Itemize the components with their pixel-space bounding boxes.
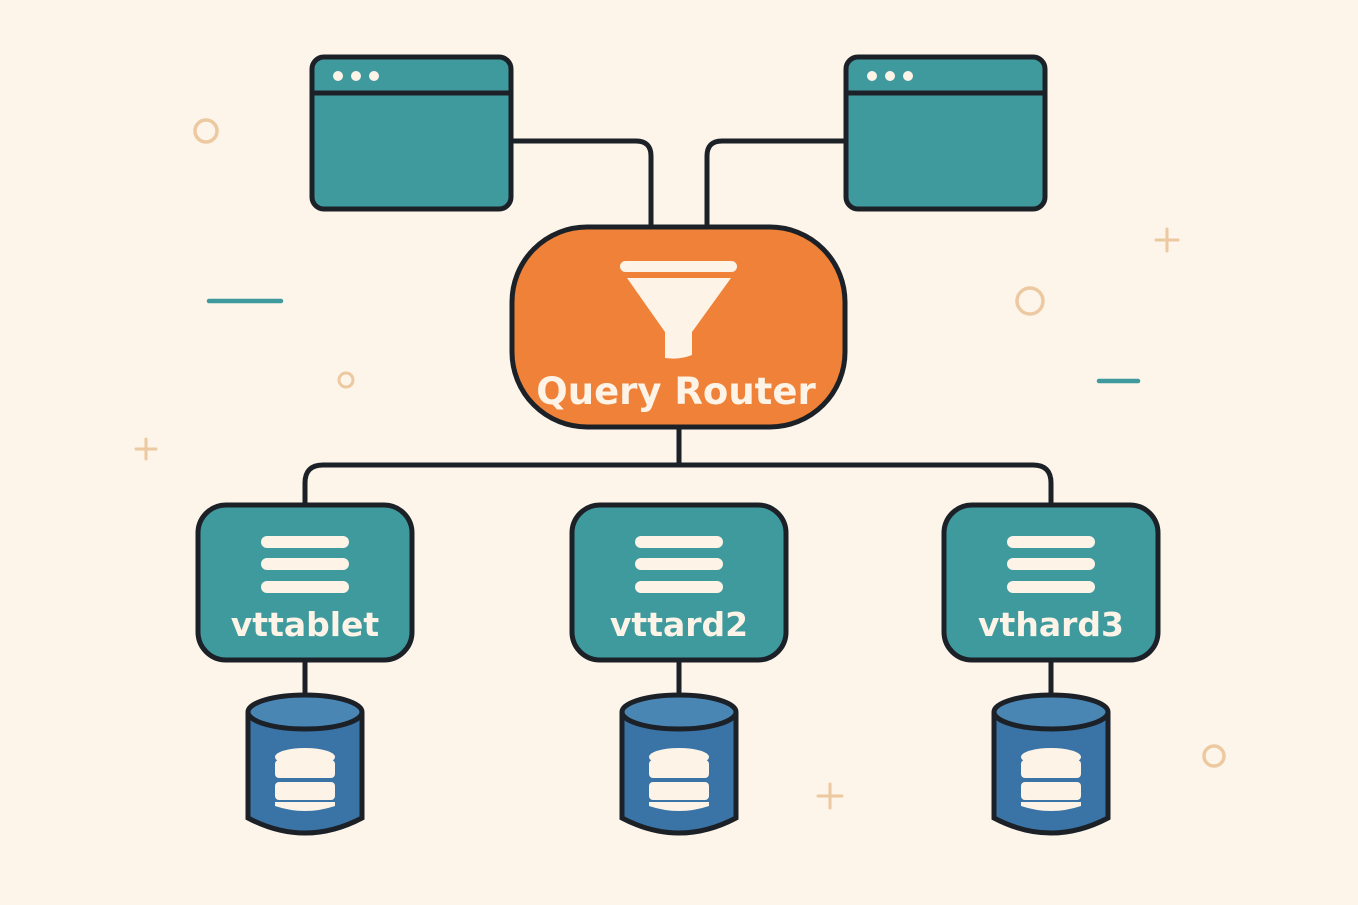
database-icon: [275, 748, 335, 811]
decor-circle: [1202, 744, 1226, 768]
client-window-left: [309, 54, 514, 212]
database-top: [245, 692, 365, 732]
shard-1: vttablet: [195, 502, 415, 663]
router-label: Query Router: [536, 370, 816, 413]
database-icon: [649, 748, 709, 811]
shard-2: vttard2: [569, 502, 789, 663]
window-dots-icon: [867, 71, 913, 81]
shard-label: vttard2: [610, 605, 748, 644]
connector-router-shards: [302, 428, 1054, 505]
decor-plus: [816, 782, 844, 810]
query-router: Query Router: [509, 224, 848, 430]
window-dots-icon: [333, 71, 379, 81]
decor-plus: [1154, 227, 1180, 253]
database-1: [245, 692, 365, 836]
shard-3: vthard3: [941, 502, 1161, 663]
database-icon: [1021, 748, 1081, 811]
connector-client2-router: [704, 138, 845, 228]
decor-circle: [1015, 286, 1045, 316]
shard-label: vttablet: [231, 605, 380, 644]
funnel-icon: [620, 261, 737, 359]
decor-circle: [337, 371, 355, 389]
decorations: [134, 118, 1226, 810]
database-3: [991, 692, 1111, 836]
shard-label: vthard3: [978, 605, 1124, 644]
list-icon: [1007, 536, 1095, 593]
decor-circle: [193, 118, 219, 144]
client-window-right: [843, 54, 1048, 212]
database-top: [619, 692, 739, 732]
database-2: [619, 692, 739, 836]
connector-client1-router: [512, 138, 654, 228]
list-icon: [635, 536, 723, 593]
decor-plus: [134, 437, 158, 461]
list-icon: [261, 536, 349, 593]
database-top: [991, 692, 1111, 732]
